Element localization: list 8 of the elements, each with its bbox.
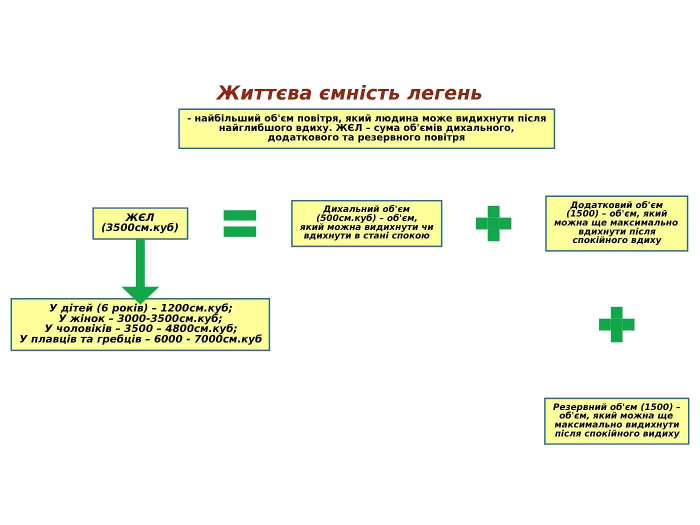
node-box: - найбільший об'єм повітря, який людина може видихнути після найглибшого вдиху. ЖЄЛ – сума об'ємів дихального, додаткового та резервного повітря [178,108,556,149]
node-box: Додатковий об'єм (1500) – об'єм, який можна ще максимально вдихнути після спокійного вдиху [545,195,688,252]
diagram-title: Життєва ємність легень [216,81,482,104]
node-box: Дихальний об'єм (500см.куб) – об'єм, який можна видихнути чи вдихнути в стані спокою [291,199,442,247]
arrow [122,238,160,304]
node-box: ЖЄЛ (3500см.куб) [92,206,188,240]
node-box: У дітей (6 років) – 1200см.куб; У жінок – 3000-3500см.куб; У чоловіків – 3500 – 4800см.куб; У плавців та гребців – 6000 - 7000см.куб [10,298,270,351]
node-box: Резервний об'єм (1500) – об'єм, який можна ще максимально видихнути після спокійного видиху [544,397,690,444]
